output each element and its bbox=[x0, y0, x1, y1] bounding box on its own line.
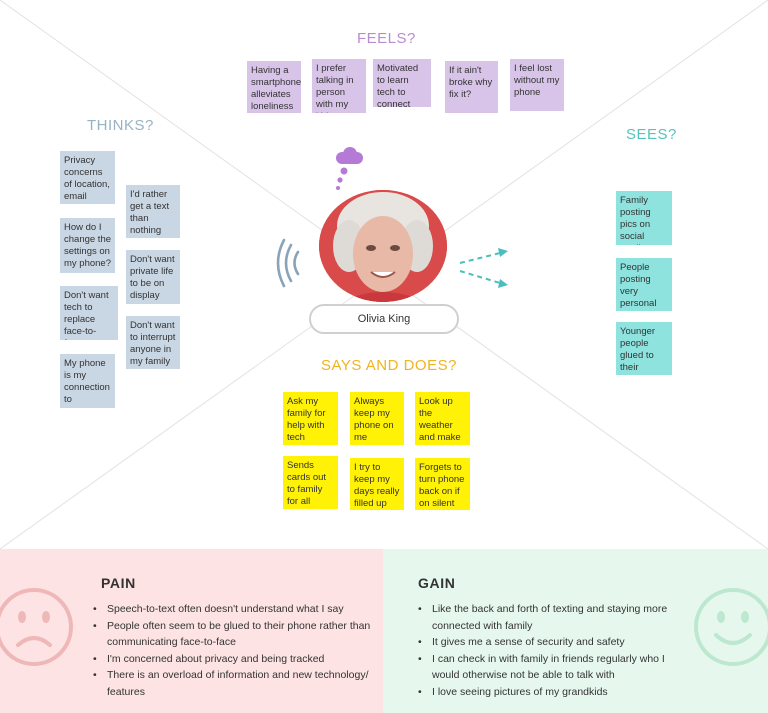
sad-face-icon bbox=[0, 588, 73, 666]
feels-note: If it ain't broke why fix it? bbox=[445, 61, 498, 113]
feels-note: Motivated to learn tech to connect with … bbox=[373, 59, 431, 107]
says-note: Ask my family for help with tech issues bbox=[283, 392, 338, 445]
thought-bubble-icon bbox=[336, 147, 363, 190]
pain-item: I'm concerned about privacy and being tr… bbox=[93, 651, 373, 668]
feels-note: I feel lost without my phone bbox=[510, 59, 564, 111]
sees-note: Younger people glued to their phones bbox=[616, 322, 672, 375]
feels-note: Having a smartphone alleviates lonelines… bbox=[247, 61, 301, 113]
thinks-note: How do I change the settings on my phone… bbox=[60, 218, 115, 273]
gain-list: Like the back and forth of texting and s… bbox=[418, 601, 686, 701]
pain-item: There is an overload of information and … bbox=[93, 667, 373, 700]
gain-item: I love seeing pictures of my grandkids bbox=[418, 684, 686, 701]
gain-title: GAIN bbox=[418, 575, 456, 591]
gain-item: Like the back and forth of texting and s… bbox=[418, 601, 686, 634]
thinks-note: Don't want tech to replace face-to-face bbox=[60, 286, 118, 340]
pain-item: People often seem to be glued to their p… bbox=[93, 618, 373, 651]
persona-name: Olivia King bbox=[309, 304, 459, 334]
thinks-note: Privacy concerns of location, email bbox=[60, 151, 115, 204]
thinks-title: THINKS? bbox=[87, 117, 154, 134]
thinks-note: Don't want to interrupt anyone in my fam… bbox=[126, 316, 180, 369]
happy-face-icon bbox=[694, 588, 768, 666]
pain-panel: PAIN Speech-to-text often doesn't unders… bbox=[0, 549, 383, 713]
sight-arrows-icon bbox=[459, 248, 508, 288]
says-note: Always keep my phone on me bbox=[350, 392, 404, 445]
pain-item: Speech-to-text often doesn't understand … bbox=[93, 601, 373, 618]
gain-item: I can check in with family in friends re… bbox=[418, 651, 686, 684]
says-note: Look up the weather and make grocey list… bbox=[415, 392, 470, 445]
pain-list: Speech-to-text often doesn't understand … bbox=[93, 601, 373, 701]
says-note: Sends cards out to family for all occasi… bbox=[283, 456, 338, 509]
feels-title: FEELS? bbox=[357, 30, 416, 47]
says-title: SAYS AND DOES? bbox=[321, 357, 457, 374]
says-note: I try to keep my days really filled up bbox=[350, 458, 404, 510]
gain-panel: GAIN Like the back and forth of texting … bbox=[383, 549, 768, 713]
pain-title: PAIN bbox=[101, 575, 136, 591]
gain-item: It gives me a sense of security and safe… bbox=[418, 634, 686, 651]
thinks-note: Don't want private life to be on display bbox=[126, 250, 180, 304]
sees-note: Family posting pics on social media bbox=[616, 191, 672, 245]
persona-photo bbox=[319, 190, 447, 302]
says-note: Forgets to turn phone back on if on sile… bbox=[415, 458, 470, 510]
sees-note: People posting very personal information bbox=[616, 258, 672, 311]
thinks-note: I'd rather get a text than nothing bbox=[126, 185, 180, 238]
sees-title: SEES? bbox=[626, 126, 677, 143]
thinks-note: My phone is my connection to everyone bbox=[60, 354, 115, 408]
feels-note: I prefer talking in person with my kids bbox=[312, 59, 366, 113]
sound-waves-icon bbox=[276, 238, 300, 288]
